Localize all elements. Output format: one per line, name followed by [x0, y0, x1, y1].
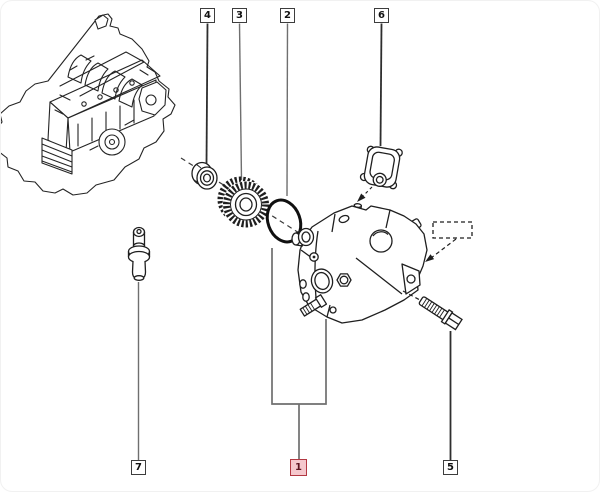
leader-bracket-1 — [271, 248, 327, 459]
engine-overview-icon — [0, 13, 176, 196]
pump-drive-gear-icon — [217, 176, 270, 228]
leader-line-3 — [238, 23, 243, 181]
hub-washer-icon — [191, 161, 218, 190]
leader-line-2 — [286, 23, 289, 197]
leader-line-4 — [205, 23, 209, 165]
leader-line-6 — [379, 23, 383, 147]
callout-box-2[interactable]: 2 — [280, 8, 295, 23]
temperature-sensor-icon — [127, 226, 151, 281]
regulator-arrow-icon — [357, 186, 373, 202]
o-ring-icon — [265, 198, 303, 244]
bolt-axis-dashed-line — [402, 290, 421, 301]
callout-box-3[interactable]: 3 — [232, 8, 247, 23]
callout-box-4[interactable]: 4 — [200, 8, 215, 23]
callout-box-1-highlighted[interactable]: 1 — [290, 459, 307, 476]
high-pressure-injection-pump-icon — [291, 203, 428, 324]
pressure-regulator-icon — [359, 145, 403, 190]
callout-box-7[interactable]: 7 — [131, 460, 146, 475]
dashed-reference-box — [425, 221, 473, 262]
callout-box-6[interactable]: 6 — [374, 8, 389, 23]
callout-box-5[interactable]: 5 — [443, 460, 458, 475]
mounting-bolt-icon — [418, 296, 463, 331]
